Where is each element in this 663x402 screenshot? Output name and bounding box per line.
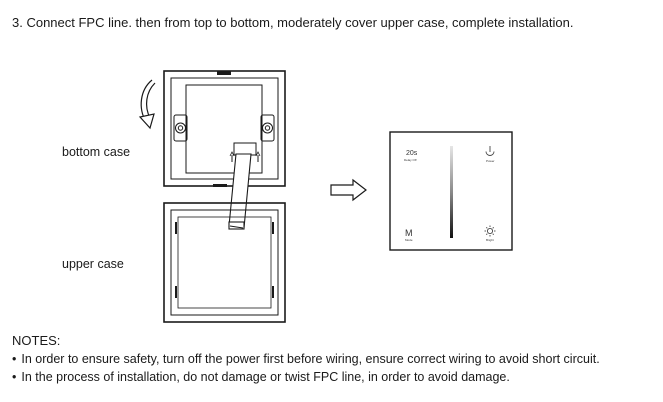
bullet: •	[12, 352, 17, 366]
bright-sublabel: Bright	[486, 238, 494, 242]
right-arrow-icon	[330, 178, 367, 202]
power-icon	[485, 146, 495, 156]
step-instruction: 3. Connect FPC line. then from top to bo…	[12, 15, 574, 30]
bottom-case	[163, 70, 286, 187]
timer-sublabel: Delay Off	[404, 158, 417, 162]
sun-icon	[484, 225, 496, 237]
upper-case-label: upper case	[62, 257, 124, 271]
mode-label: M	[405, 228, 413, 238]
curved-arrow-icon	[138, 79, 156, 130]
note-item: • In the process of installation, do not …	[12, 370, 510, 384]
note-text: In the process of installation, do not d…	[21, 370, 510, 384]
note-text: In order to ensure safety, turn off the …	[21, 352, 600, 366]
bullet: •	[12, 370, 17, 384]
fpc-ribbon	[228, 153, 252, 230]
finished-panel: 20s Delay Off Power M Mode Bright	[389, 131, 513, 251]
power-sublabel: Power	[486, 159, 495, 163]
mode-sublabel: Mode	[405, 238, 413, 242]
brightness-slider	[450, 146, 453, 238]
note-item: • In order to ensure safety, turn off the…	[12, 352, 600, 366]
upper-case	[163, 202, 286, 323]
notes-title: NOTES:	[12, 333, 61, 348]
bottom-case-label: bottom case	[62, 145, 131, 159]
timer-label: 20s	[406, 150, 418, 157]
